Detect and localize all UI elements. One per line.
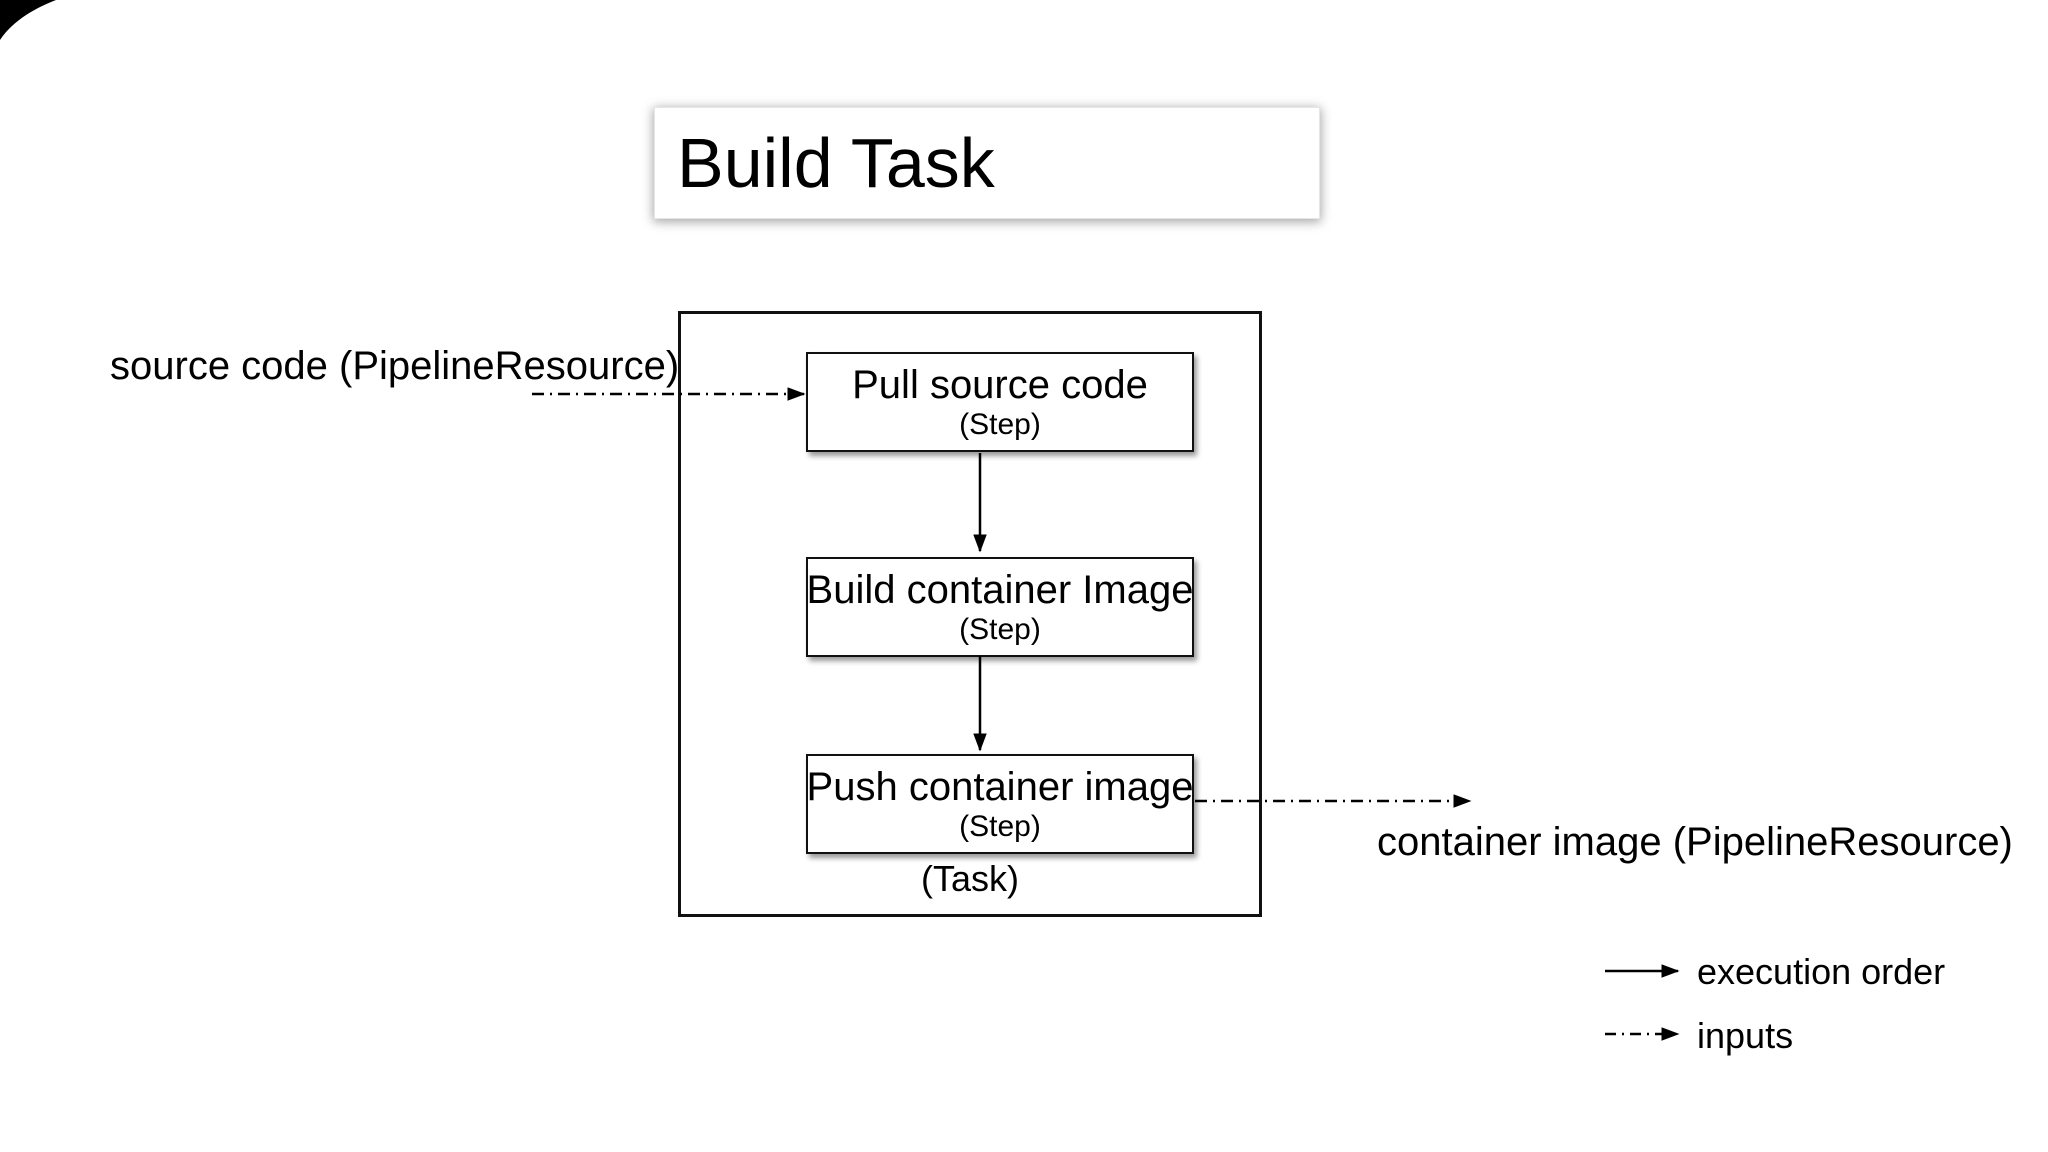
step-box-pull-source-code: Pull source code (Step): [806, 352, 1194, 452]
step-type-label: (Step): [959, 809, 1041, 843]
step-name: Push container image: [806, 765, 1194, 810]
step-name: Build container Image: [806, 568, 1194, 613]
step-name: Pull source code: [852, 363, 1148, 408]
title-card: Build Task: [654, 107, 1320, 219]
step-box-push-container-image: Push container image (Step): [806, 754, 1194, 854]
step-type-label: (Step): [959, 407, 1041, 441]
output-resource-label: container image (PipelineResource): [1377, 820, 2013, 864]
step-box-build-container-image: Build container Image (Step): [806, 557, 1194, 657]
legend-item-execution-order: execution order: [1697, 951, 1946, 992]
task-type-label: (Task): [921, 858, 1019, 899]
page-title: Build Task: [677, 124, 995, 202]
corner-crescent-shape: [0, 0, 56, 40]
legend-item-inputs: inputs: [1697, 1015, 1794, 1056]
input-resource-label: source code (PipelineResource): [110, 344, 680, 388]
step-type-label: (Step): [959, 612, 1041, 646]
